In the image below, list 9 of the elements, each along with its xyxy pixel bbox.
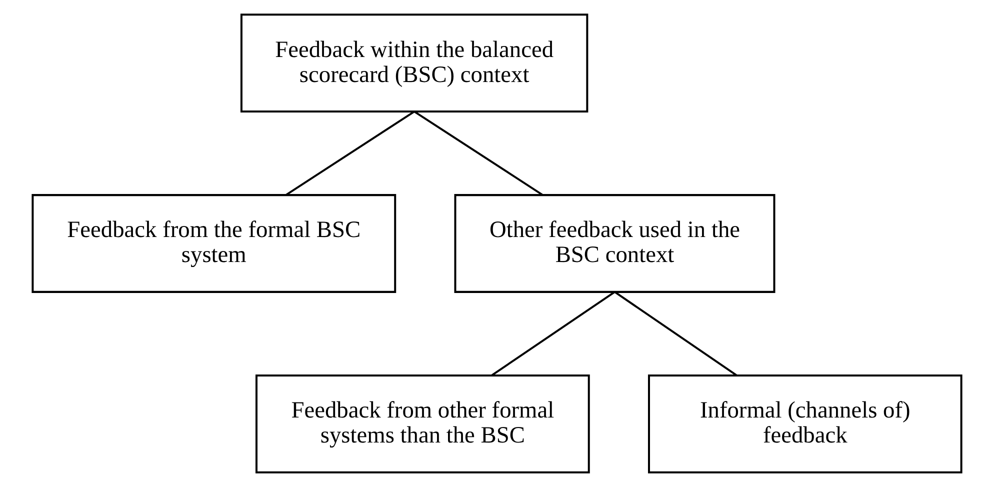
connector (490, 291, 615, 376)
connector (413, 110, 542, 196)
node-box: Informal (channels of) feedback (647, 374, 962, 474)
node-box: Feedback within the balanced scorecard (BSC) context (240, 14, 588, 113)
node-box: Feedback from other formal systems than the BSC (254, 374, 590, 474)
node-box: Other feedback used in the BSC context (454, 194, 775, 293)
connector (614, 291, 736, 376)
node-box: Feedback from the formal BSC system (31, 194, 396, 293)
connector (285, 110, 414, 196)
